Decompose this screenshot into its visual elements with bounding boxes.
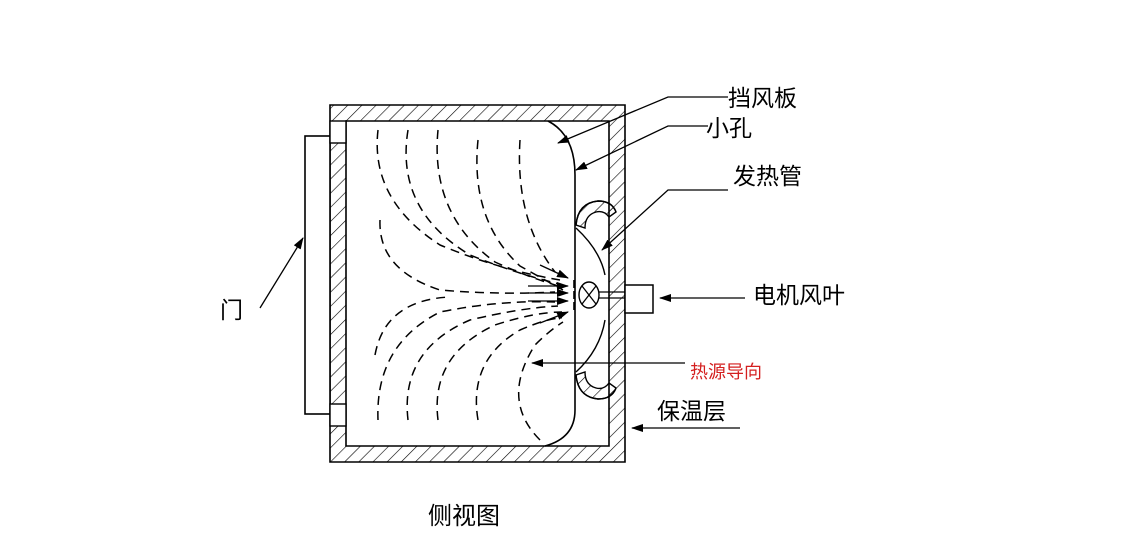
label-baffle: 挡风板 — [728, 86, 797, 112]
heating-tube-lower — [575, 371, 617, 400]
airflow-lines — [374, 129, 564, 441]
label-door: 门 — [220, 298, 243, 324]
leader-lines — [259, 96, 745, 432]
baffle-plate — [544, 120, 576, 447]
label-heating-tube: 发热管 — [733, 164, 802, 190]
label-insulation: 保温层 — [657, 399, 726, 425]
airflow-arrows — [528, 264, 569, 324]
label-heat-direction: 热源导向 — [690, 362, 762, 383]
door — [304, 120, 347, 427]
diagram-title: 侧视图 — [428, 502, 500, 530]
heating-tube-upper — [575, 200, 617, 229]
fan-housing — [575, 227, 606, 373]
label-small-hole: 小孔 — [706, 116, 752, 142]
motor-fan-icon — [578, 281, 654, 314]
label-motor-fan: 电机风叶 — [753, 283, 845, 309]
